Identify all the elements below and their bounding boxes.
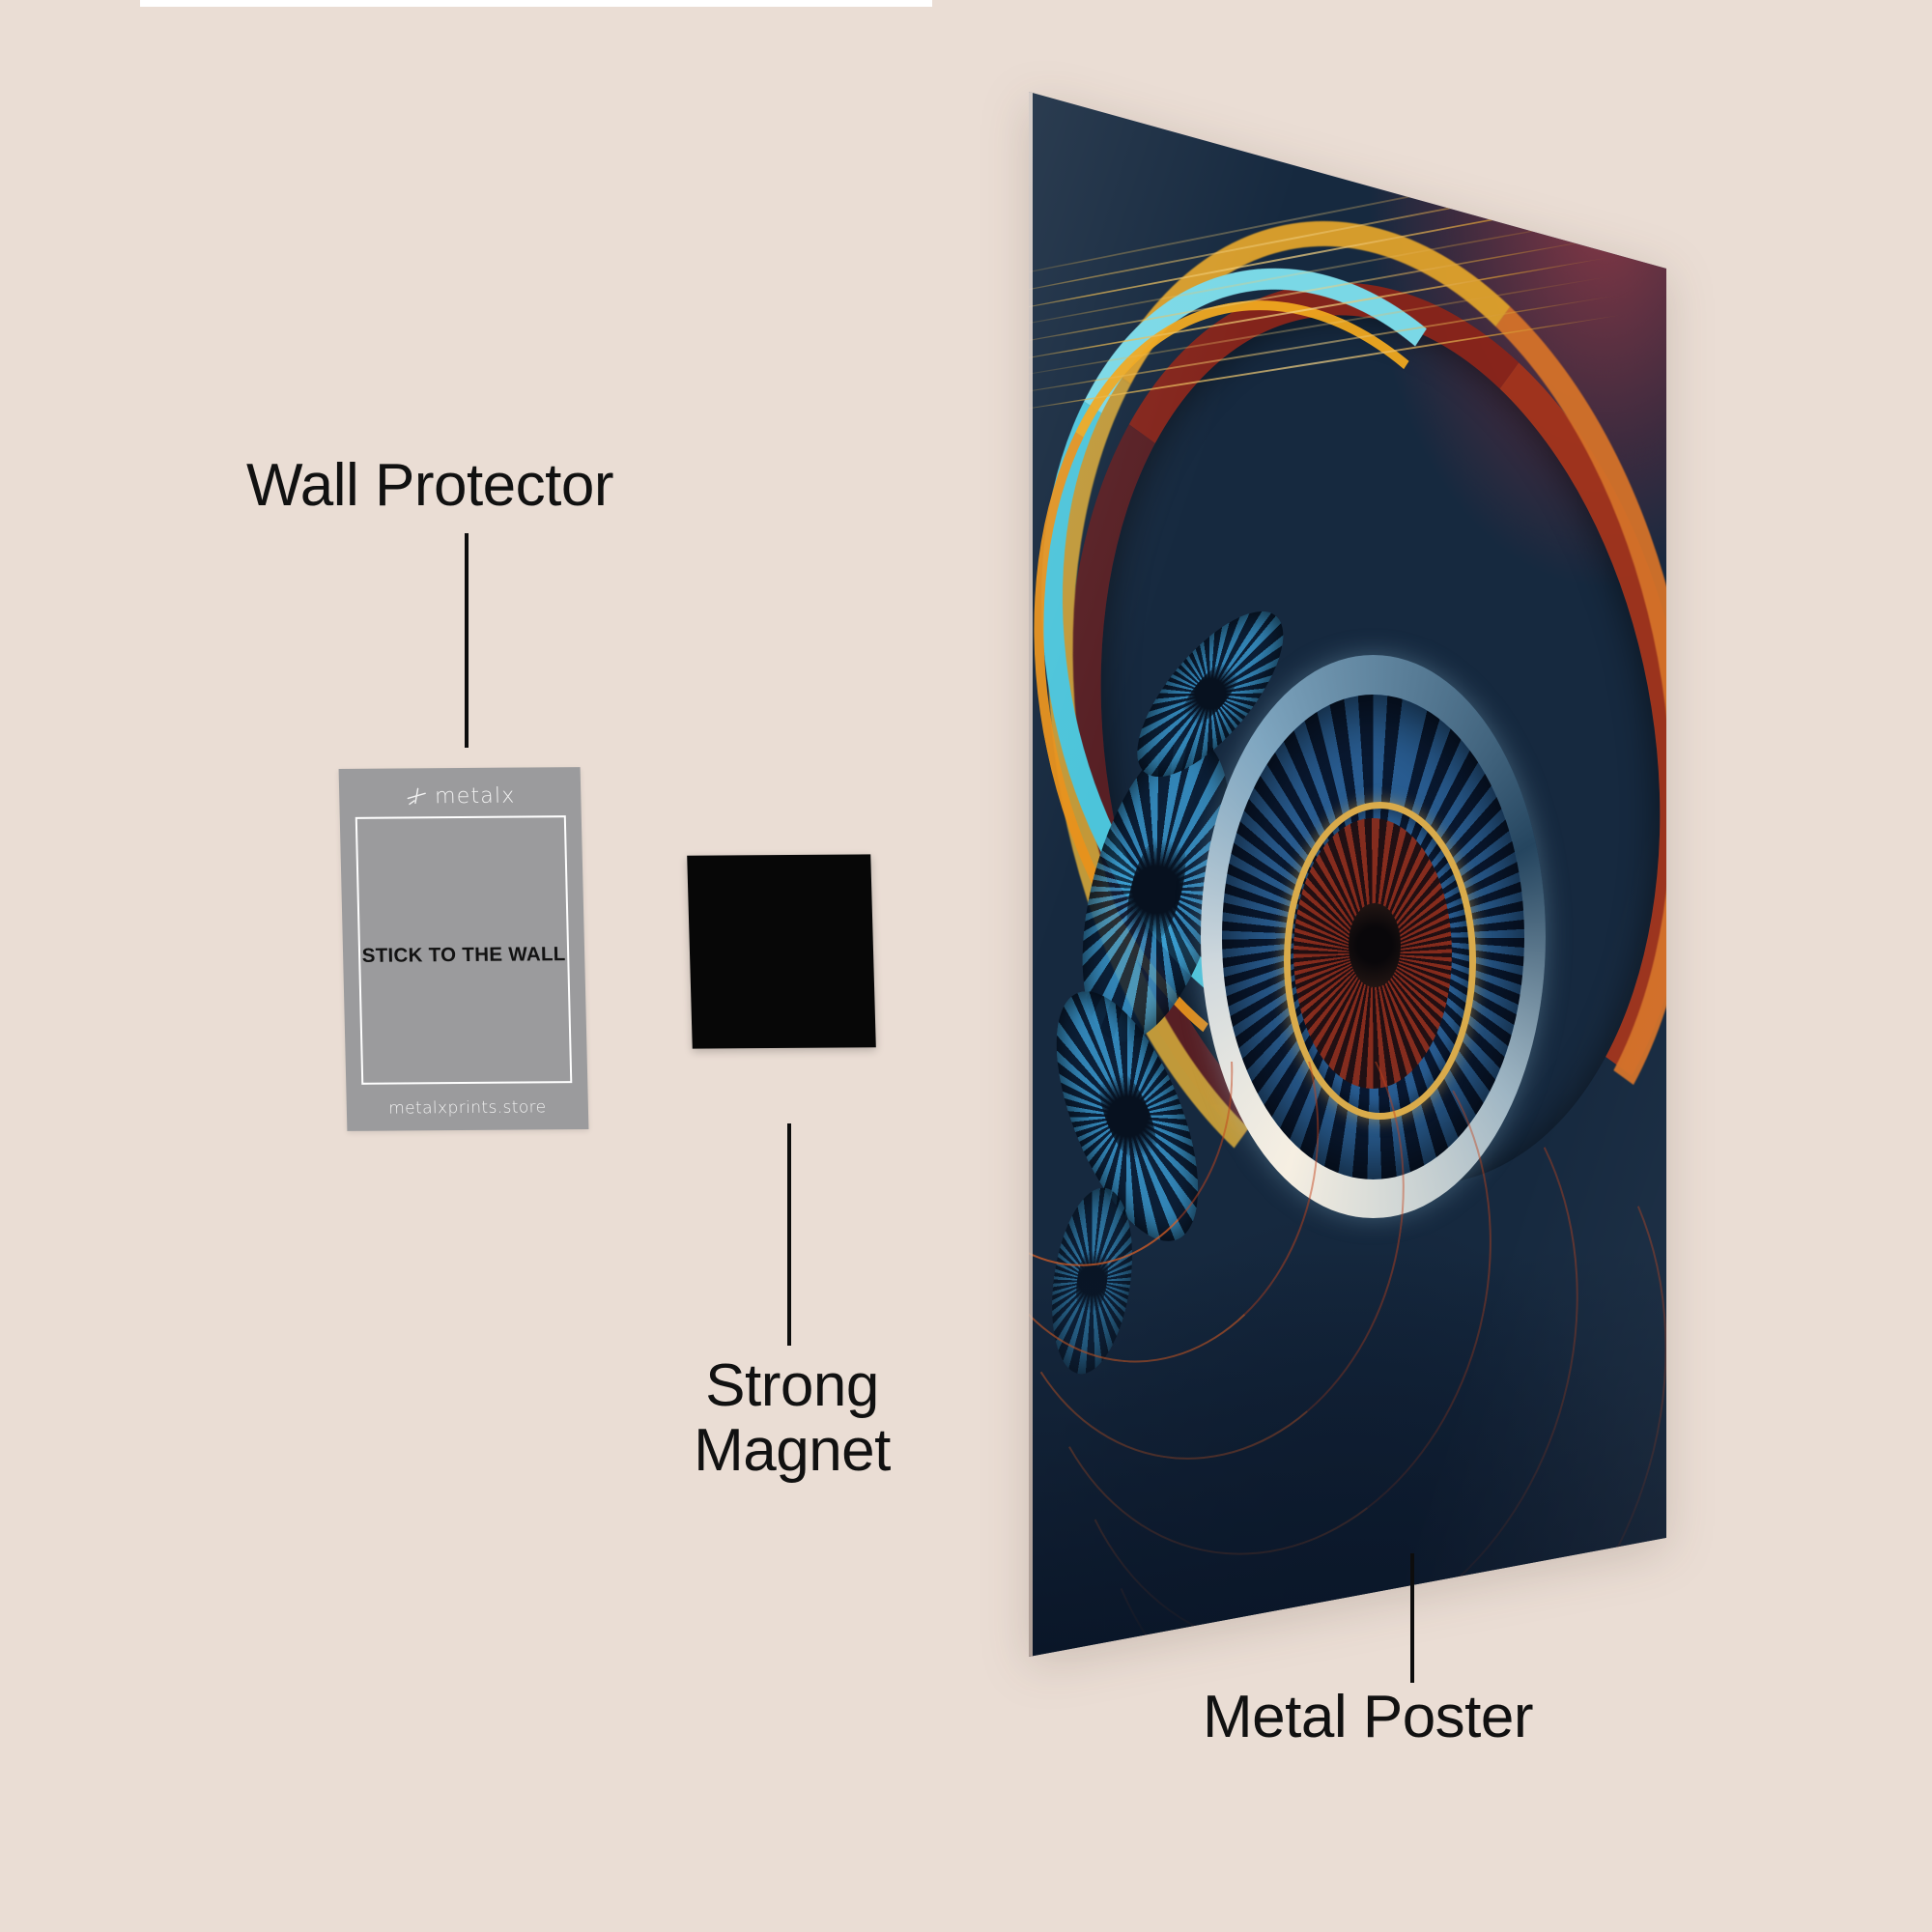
artwork-bottom-shadow (1029, 1249, 1666, 1657)
leader-line-metal-poster (1410, 1553, 1414, 1683)
label-metal-poster: Metal Poster (1203, 1684, 1534, 1750)
label-wall-protector: Wall Protector (246, 452, 614, 519)
strong-magnet-square (687, 854, 876, 1049)
metal-poster-surface (1029, 92, 1666, 1657)
artwork-central-spiral (1201, 655, 1546, 1219)
label-strong-magnet: Strong Magnet (694, 1352, 891, 1484)
card-website: metalxprints.store (387, 1097, 547, 1119)
metalx-cross-logo-icon (407, 787, 426, 806)
metal-poster (1029, 92, 1666, 1657)
spiral-pupil (1349, 902, 1401, 988)
wall-protector-card: metalx STICK TO THE WALL metalxprints.st… (338, 767, 589, 1131)
brand-logo: metalx (339, 782, 582, 810)
brand-name: metalx (434, 783, 516, 809)
card-headline: STICK TO THE WALL (361, 943, 566, 967)
leader-line-strong-magnet (787, 1123, 791, 1346)
spiral-gold-ring (1283, 801, 1477, 1120)
leader-line-wall-protector (465, 533, 469, 748)
top-white-strip (140, 0, 932, 7)
poster-left-edge-highlight (1029, 92, 1033, 1657)
